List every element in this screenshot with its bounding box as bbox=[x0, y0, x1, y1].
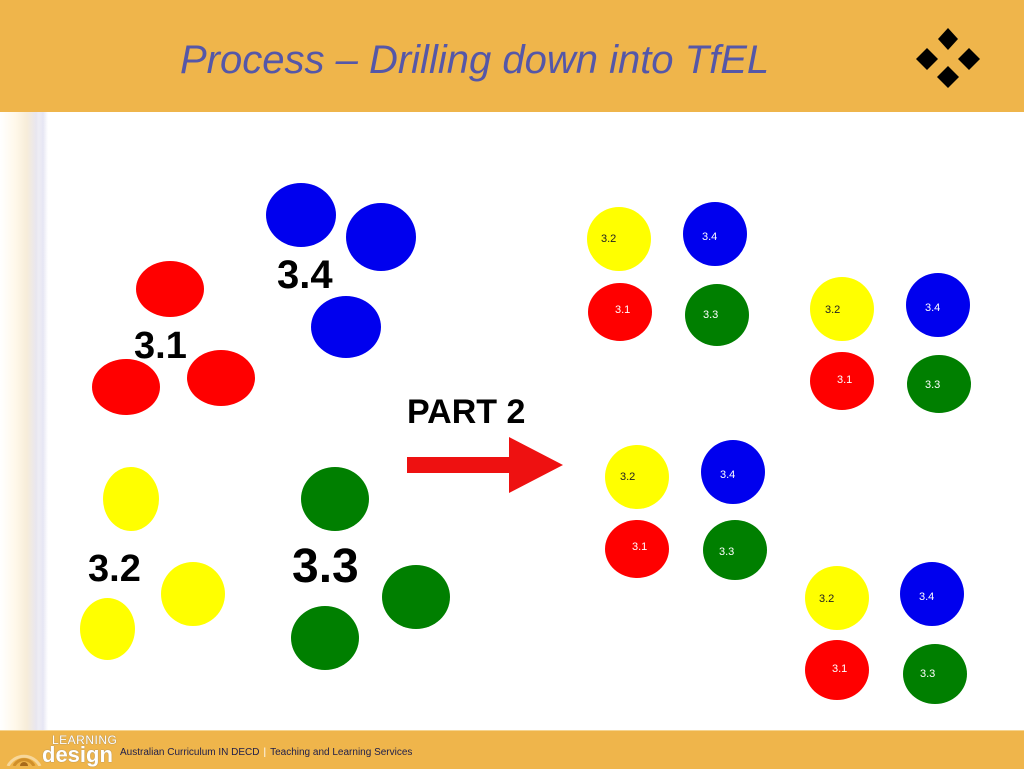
cluster-1-circle-3-2: 3.2 bbox=[587, 207, 651, 271]
slide-title: Process – Drilling down into TfEL bbox=[180, 38, 770, 82]
group-label-3-3: 3.3 bbox=[292, 540, 359, 593]
blue-circle bbox=[311, 296, 381, 358]
group-label-3-1: 3.1 bbox=[134, 325, 187, 367]
red-circle bbox=[136, 261, 204, 317]
cluster-1-circle-3-4: 3.4 bbox=[683, 202, 747, 266]
decorative-side-stripe bbox=[0, 112, 70, 730]
footer-logo-learning: LEARNING bbox=[52, 733, 118, 747]
group-label-3-2: 3.2 bbox=[88, 548, 141, 590]
cluster-4-circle-3-3: 3.3 bbox=[903, 644, 967, 704]
learning-design-logo-icon bbox=[6, 754, 42, 766]
cluster-3-label-3-3: 3.3 bbox=[719, 546, 735, 558]
cluster-4-label-3-4: 3.4 bbox=[919, 591, 935, 603]
footer-separator: | bbox=[263, 747, 267, 758]
cluster-1-label-3-3: 3.3 bbox=[703, 309, 719, 321]
cluster-2-circle-3-2: 3.2 bbox=[810, 277, 874, 341]
cluster-1-label-3-4: 3.4 bbox=[702, 231, 718, 243]
cluster-1-circle-3-1: 3.1 bbox=[588, 283, 652, 341]
blue-circle bbox=[346, 203, 416, 271]
cluster-2-label-3-2: 3.2 bbox=[825, 304, 841, 316]
cluster-3-label-3-2: 3.2 bbox=[620, 471, 636, 483]
red-circle bbox=[187, 350, 255, 406]
yellow-circle bbox=[103, 467, 159, 531]
cluster-2-circle-3-4: 3.4 bbox=[906, 273, 970, 337]
cluster-1-circle-3-3: 3.3 bbox=[685, 284, 749, 346]
four-diamonds-icon bbox=[916, 28, 980, 88]
cluster-4-circle-3-4: 3.4 bbox=[900, 562, 964, 626]
part-label: PART 2 bbox=[407, 393, 526, 431]
red-circle bbox=[92, 359, 160, 415]
cluster-3-label-3-4: 3.4 bbox=[720, 469, 736, 481]
yellow-circle bbox=[161, 562, 225, 626]
green-circle bbox=[291, 606, 359, 670]
cluster-1-label-3-2: 3.2 bbox=[601, 233, 617, 245]
cluster-4-label-3-2: 3.2 bbox=[819, 593, 835, 605]
cluster-2-label-3-4: 3.4 bbox=[925, 302, 941, 314]
cluster-2-label-3-3: 3.3 bbox=[925, 379, 941, 391]
footer-text-curriculum: Australian Curriculum IN DECD bbox=[120, 747, 260, 758]
right-arrow-icon bbox=[407, 437, 563, 493]
yellow-circle bbox=[80, 598, 135, 660]
cluster-2-circle-3-3: 3.3 bbox=[907, 355, 971, 413]
cluster-3-circle-3-2: 3.2 bbox=[605, 445, 669, 509]
footer-logo-design: design bbox=[42, 742, 113, 767]
cluster-4-label-3-1: 3.1 bbox=[832, 663, 848, 675]
decorative-side-stripe-highlight bbox=[38, 112, 48, 730]
cluster-3-label-3-1: 3.1 bbox=[632, 541, 648, 553]
cluster-3-circle-3-3: 3.3 bbox=[703, 520, 767, 580]
blue-circle bbox=[266, 183, 336, 247]
cluster-2-label-3-1: 3.1 bbox=[837, 374, 853, 386]
cluster-4-circle-3-2: 3.2 bbox=[805, 566, 869, 630]
footer-text-services: Teaching and Learning Services bbox=[270, 747, 413, 758]
cluster-1-label-3-1: 3.1 bbox=[615, 304, 631, 316]
group-label-3-4: 3.4 bbox=[277, 253, 333, 297]
green-circle bbox=[301, 467, 369, 531]
cluster-2-circle-3-1: 3.1 bbox=[810, 352, 874, 410]
cluster-3-circle-3-1: 3.1 bbox=[605, 520, 669, 578]
footer-caption: Australian Curriculum IN DECD|Teaching a… bbox=[120, 748, 412, 758]
cluster-3-circle-3-4: 3.4 bbox=[701, 440, 765, 504]
green-circle bbox=[382, 565, 450, 629]
cluster-4-circle-3-1: 3.1 bbox=[805, 640, 869, 700]
footer-bar bbox=[0, 730, 1024, 769]
header-bar bbox=[0, 0, 1024, 112]
cluster-4-label-3-3: 3.3 bbox=[920, 668, 936, 680]
